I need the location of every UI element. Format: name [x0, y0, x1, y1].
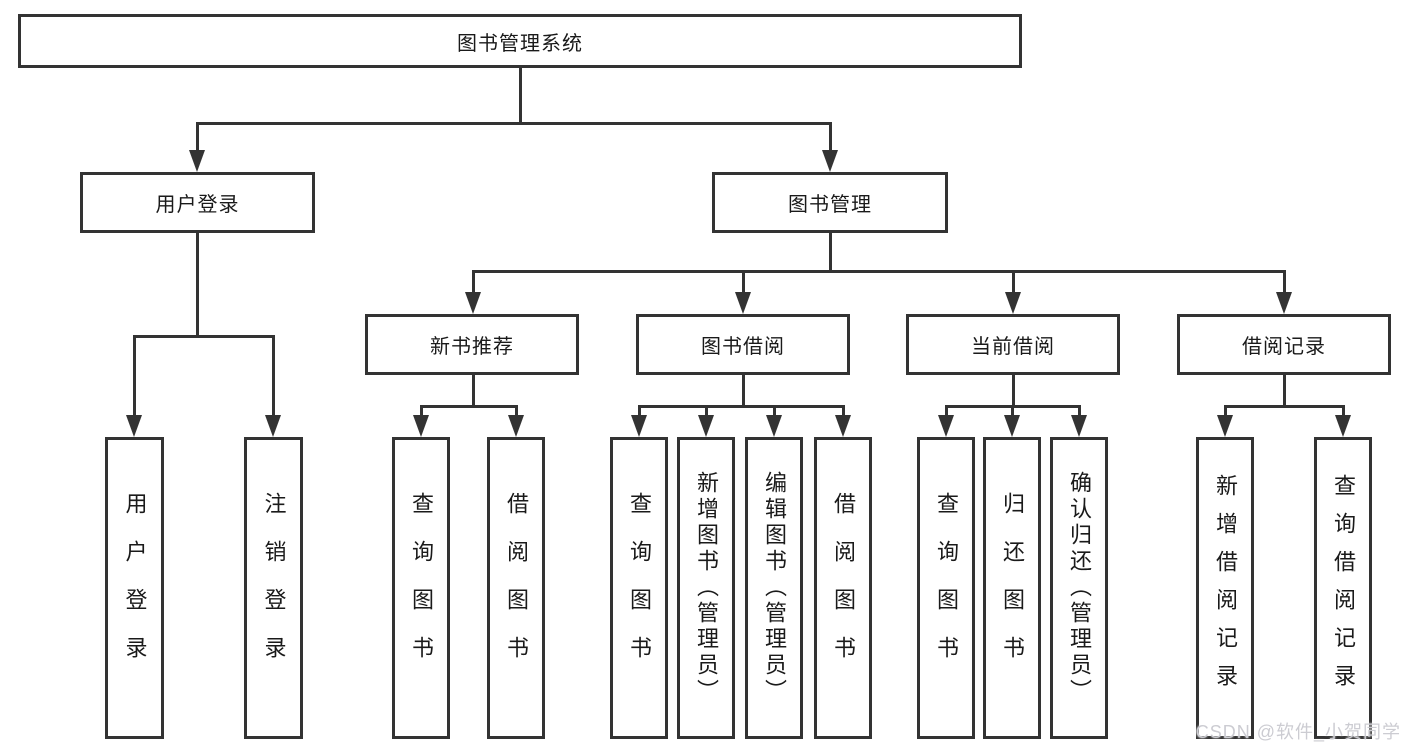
arrow-down-icon: [631, 415, 647, 437]
arrow-down-icon: [835, 415, 851, 437]
leaf-borrow-books: 借阅图书: [814, 437, 872, 739]
leaf-confirm-return-admin: 确认归还（管理员）: [1050, 437, 1108, 739]
leaf-query-books-borrow: 查询图书: [610, 437, 668, 739]
arrow-down-icon: [735, 292, 751, 314]
connector-line: [195, 122, 199, 152]
node-user-login: 用户登录: [80, 172, 315, 233]
connector-line: [637, 405, 641, 417]
connector-line: [741, 374, 745, 405]
connector-line: [772, 405, 776, 417]
connector-line: [828, 122, 832, 152]
arrow-down-icon: [1217, 415, 1233, 437]
connector-line: [518, 68, 522, 122]
leaf-user-login: 用户登录: [105, 437, 164, 739]
arrow-down-icon: [698, 415, 714, 437]
connector-line: [196, 233, 199, 336]
leaf-logout: 注销登录: [244, 437, 303, 739]
connector-line: [132, 335, 275, 338]
connector-line: [1341, 405, 1345, 417]
connector-line: [419, 405, 518, 408]
node-borrow-records: 借阅记录: [1177, 314, 1391, 375]
connector-line: [132, 335, 136, 415]
arrow-down-icon: [1335, 415, 1351, 437]
arrow-down-icon: [126, 415, 142, 437]
connector-line: [514, 405, 518, 417]
arrow-down-icon: [1005, 292, 1021, 314]
connector-line: [828, 233, 832, 273]
connector-line: [944, 405, 948, 417]
connector-line: [1282, 270, 1286, 295]
arrow-down-icon: [1276, 292, 1292, 314]
csdn-watermark: CSDN @软件_小贺同学: [1195, 722, 1401, 742]
connector-line: [471, 270, 475, 295]
connector-line: [741, 270, 745, 295]
arrow-down-icon: [189, 150, 205, 172]
node-book-management: 图书管理: [712, 172, 948, 233]
leaf-edit-books-admin: 编辑图书（管理员）: [745, 437, 803, 739]
connector-line: [841, 405, 845, 417]
connector-line: [1077, 405, 1081, 417]
leaf-query-borrow-record: 查询借阅记录: [1314, 437, 1372, 739]
connector-line: [637, 405, 845, 408]
connector-line: [1011, 374, 1015, 405]
arrow-down-icon: [822, 150, 838, 172]
leaf-borrow-books-recommend: 借阅图书: [487, 437, 545, 739]
node-current-borrow: 当前借阅: [906, 314, 1120, 375]
arrow-down-icon: [766, 415, 782, 437]
connector-line: [271, 335, 275, 415]
connector-line: [704, 405, 708, 417]
arrow-down-icon: [413, 415, 429, 437]
connector-line: [471, 374, 475, 405]
connector-line: [419, 405, 423, 417]
arrow-down-icon: [938, 415, 954, 437]
connector-line: [1011, 270, 1015, 295]
connector-line: [1223, 405, 1227, 417]
connector-line: [1282, 374, 1286, 405]
node-new-book-recommend: 新书推荐: [365, 314, 579, 375]
leaf-query-books-recommend: 查询图书: [392, 437, 450, 739]
arrow-down-icon: [508, 415, 524, 437]
connector-line: [195, 122, 832, 125]
node-book-borrow: 图书借阅: [636, 314, 850, 375]
connector-line: [1010, 405, 1014, 417]
connector-line: [1223, 405, 1345, 408]
connector-line: [471, 270, 1286, 273]
leaf-add-borrow-record: 新增借阅记录: [1196, 437, 1254, 739]
leaf-return-books: 归还图书: [983, 437, 1041, 739]
leaf-add-books-admin: 新增图书（管理员）: [677, 437, 735, 739]
arrow-down-icon: [1071, 415, 1087, 437]
leaf-query-books-current: 查询图书: [917, 437, 975, 739]
arrow-down-icon: [465, 292, 481, 314]
node-root: 图书管理系统: [18, 14, 1022, 68]
arrow-down-icon: [1004, 415, 1020, 437]
arrow-down-icon: [265, 415, 281, 437]
